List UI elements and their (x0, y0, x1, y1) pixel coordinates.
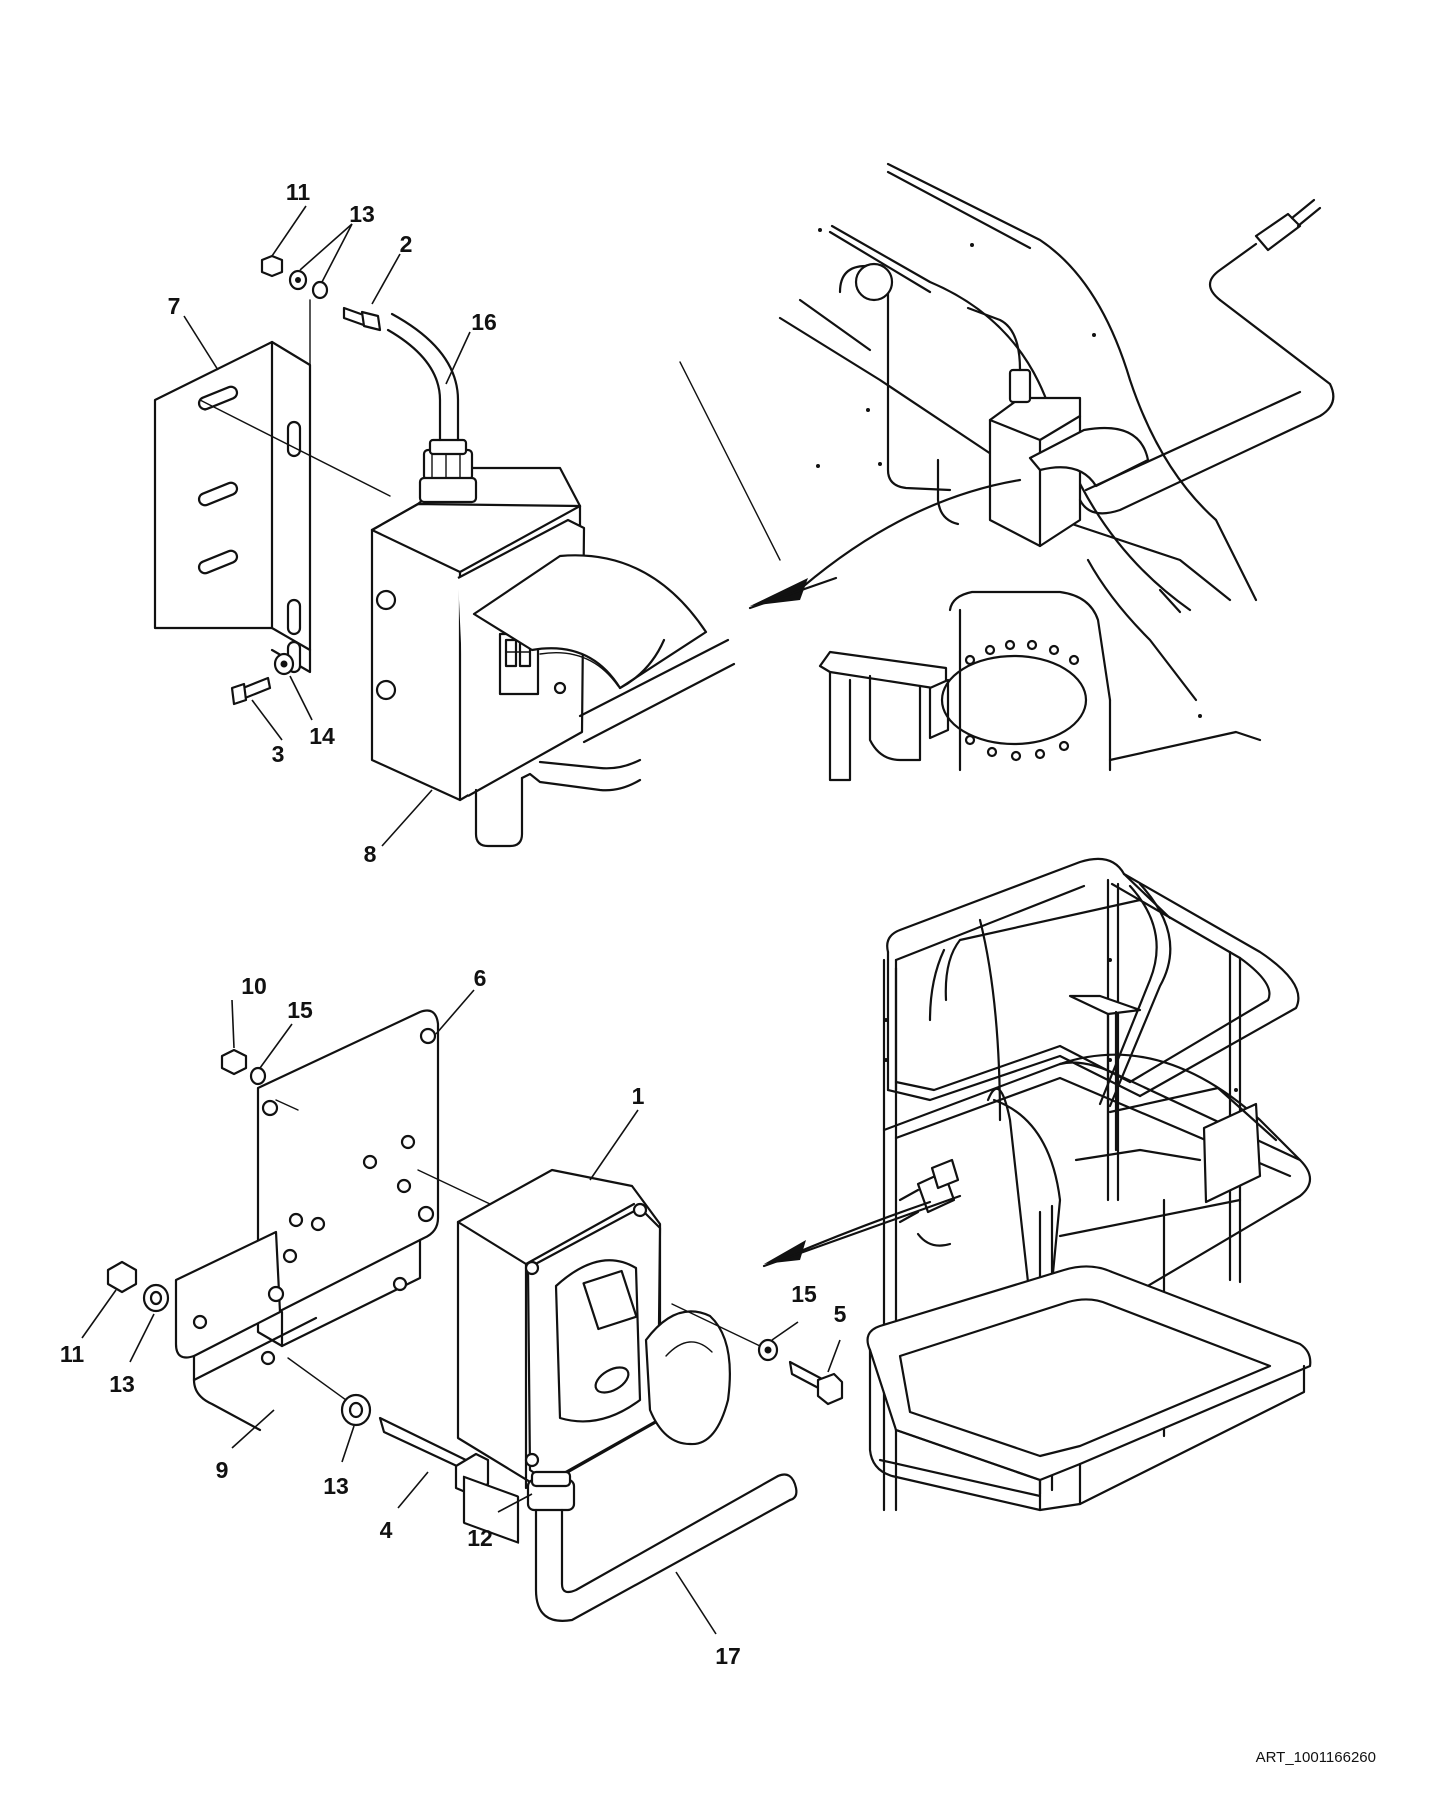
lower-socket-assembly (106, 1009, 844, 1622)
hardware-top (260, 254, 382, 425)
callout-13-lower-left: 13 (109, 1371, 135, 1397)
callout-5: 5 (834, 1301, 847, 1327)
enclosure-box (370, 438, 708, 802)
callout-11-upper: 11 (286, 179, 311, 205)
callout-11-lower: 11 (60, 1341, 85, 1367)
upper-enclosure-assembly (153, 254, 736, 848)
mounting-bracket (153, 340, 312, 674)
callout-4: 4 (380, 1517, 393, 1543)
callout-9: 9 (216, 1457, 229, 1483)
platform-basket (762, 857, 1312, 1512)
callout-7: 7 (168, 293, 181, 319)
art-number: ART_1001166260 (1256, 1749, 1376, 1766)
callout-15-left: 15 (287, 997, 313, 1023)
callout-16: 16 (471, 309, 497, 335)
callout-13-lower-mid: 13 (323, 1473, 349, 1499)
callout-6: 6 (474, 965, 487, 991)
callout-10: 10 (241, 973, 267, 999)
callout-14: 14 (309, 723, 335, 749)
callout-1: 1 (632, 1083, 645, 1109)
callout-8: 8 (364, 841, 377, 867)
callout-2: 2 (400, 231, 413, 257)
upper-installed-view (679, 162, 1335, 782)
callouts: 11 13 2 7 16 3 14 8 10 15 6 1 11 13 15 5… (60, 179, 847, 1669)
callout-15-right: 15 (791, 1281, 817, 1307)
leader-lines (81, 205, 841, 1635)
callout-17: 17 (715, 1643, 741, 1669)
hardware-bottom (230, 652, 295, 706)
callout-12: 12 (467, 1525, 493, 1551)
callout-13-upper: 13 (349, 201, 375, 227)
callout-3: 3 (272, 741, 285, 767)
